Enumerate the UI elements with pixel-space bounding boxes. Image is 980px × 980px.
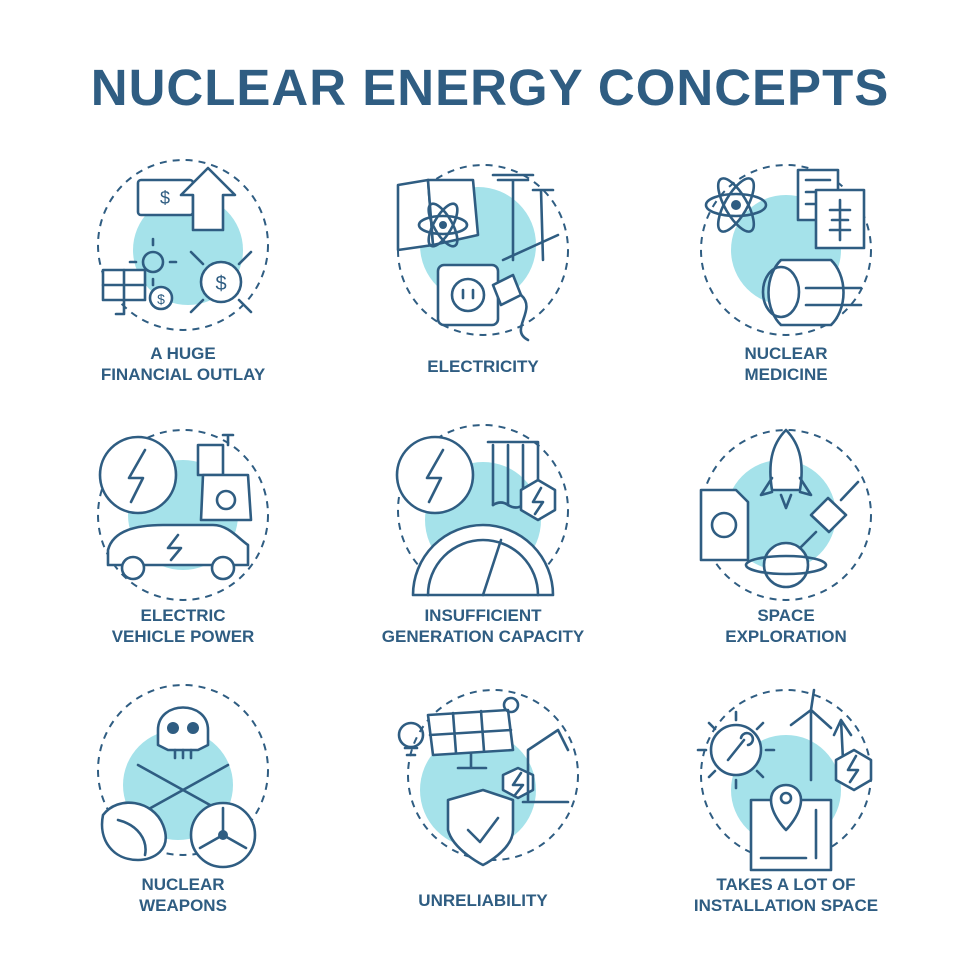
concept-nuclear-weapons: NUCLEAR WEAPONS	[33, 684, 333, 970]
financial-outlay-icon: $ $ $	[97, 159, 269, 331]
concept-unreliability: UNRELIABILITY	[333, 689, 633, 970]
electric-vehicle-power-icon	[97, 429, 269, 601]
concept-space-exploration: SPACE EXPLORATION	[636, 420, 936, 700]
concept-electricity: ELECTRICITY	[333, 150, 633, 430]
concept-label: TAKES A LOT OF INSTALLATION SPACE	[693, 875, 879, 915]
nuclear-weapons-icon	[97, 684, 269, 869]
unreliability-icon	[397, 689, 579, 867]
concept-label: SPACE EXPLORATION	[725, 606, 847, 646]
concept-label: NUCLEAR MEDICINE	[744, 344, 828, 384]
svg-text:$: $	[157, 291, 165, 307]
page-title: NUCLEAR ENERGY CONCEPTS	[90, 59, 890, 116]
concept-label: UNRELIABILITY	[418, 891, 548, 910]
svg-text:$: $	[160, 188, 170, 208]
concept-installation-space: TAKES A LOT OF INSTALLATION SPACE	[636, 688, 936, 970]
concept-electric-vehicle-power: ELECTRIC VEHICLE POWER	[33, 420, 333, 700]
concept-nuclear-medicine: NUCLEAR MEDICINE	[636, 150, 936, 430]
concept-label: NUCLEAR WEAPONS	[139, 875, 227, 915]
space-exploration-icon	[699, 428, 872, 601]
concept-label: INSUFFICIENT GENERATION CAPACITY	[381, 606, 585, 646]
concept-label: A HUGE FINANCIAL OUTLAY	[100, 344, 266, 384]
electricity-icon	[396, 164, 569, 342]
concept-label: ELECTRICITY	[427, 357, 539, 376]
concept-label: ELECTRIC VEHICLE POWER	[111, 606, 255, 646]
concept-financial-outlay: $ $ $ A HUGE FINANCIAL OUTLAY	[33, 150, 333, 430]
concept-insufficient-generation-capacity: INSUFFICIENT GENERATION CAPACITY	[333, 420, 633, 700]
installation-space-icon	[696, 688, 873, 872]
svg-text:$: $	[215, 273, 226, 295]
nuclear-medicine-icon	[700, 164, 872, 336]
insufficient-generation-capacity-icon	[395, 424, 569, 597]
